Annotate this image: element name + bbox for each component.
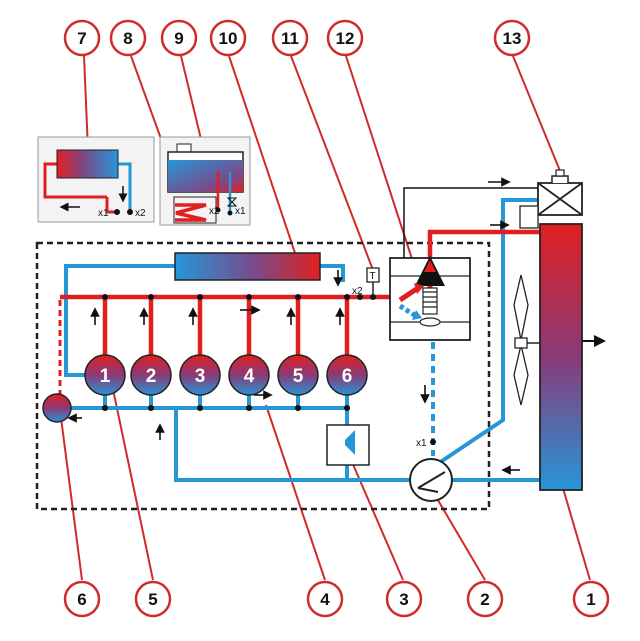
vent-lines — [403, 187, 538, 258]
fan — [513, 274, 540, 406]
inset-expansion-tank: x2 x1 — [159, 136, 251, 226]
cylinder-3 — [179, 354, 221, 396]
callout-label: 2 — [480, 590, 489, 609]
callout-10: 10 — [209, 19, 247, 57]
callout-8: 8 — [109, 19, 147, 57]
callouts: 7 8 9 10 11 12 13 6 — [63, 19, 610, 618]
port-x2: x2 — [352, 286, 363, 297]
callout-leaders — [59, 55, 591, 581]
leader-2 — [431, 489, 486, 581]
engine-boundary — [35, 241, 491, 511]
cylinder-label: 2 — [146, 366, 157, 387]
junction-dots — [102, 294, 436, 445]
callout-label: 6 — [77, 590, 86, 609]
pressure-cap-valve — [519, 169, 583, 229]
cylinder-4 — [228, 354, 270, 396]
callout-3: 3 — [385, 580, 423, 618]
callout-label: 7 — [77, 29, 86, 48]
oil-cooler — [174, 252, 321, 281]
cylinder-label: 5 — [293, 366, 304, 387]
callout-6: 6 — [63, 580, 101, 618]
cylinder-2 — [130, 354, 172, 396]
radiator — [539, 223, 583, 491]
callout-11: 11 — [271, 19, 309, 57]
hot-lines — [60, 229, 540, 355]
callout-label: 9 — [174, 29, 183, 48]
callout-label: 3 — [399, 590, 408, 609]
oil-heat-exchanger — [326, 424, 370, 466]
callout-label: 11 — [281, 29, 299, 48]
cylinder-5 — [277, 354, 319, 396]
callout-5: 5 — [134, 580, 172, 618]
sensor-label: T — [370, 271, 376, 282]
leader-5 — [109, 374, 154, 581]
cylinder-6 — [326, 354, 368, 396]
callout-12: 12 — [326, 19, 364, 57]
port-x1: x1 — [416, 438, 427, 449]
callout-label: 13 — [503, 29, 522, 48]
callout-9: 9 — [160, 19, 198, 57]
callout-7: 7 — [63, 19, 101, 57]
thermostat — [389, 256, 471, 341]
cylinder-label: 4 — [244, 366, 255, 387]
leader-1 — [559, 477, 591, 581]
leader-13 — [512, 55, 568, 189]
leader-12 — [345, 55, 414, 263]
inset-port-x1: x1 — [98, 208, 109, 219]
callout-2: 2 — [466, 580, 504, 618]
auxiliary-exchanger — [42, 393, 72, 423]
leader-6 — [59, 409, 83, 581]
cylinder-label: 3 — [195, 366, 206, 387]
leader-11 — [290, 55, 374, 271]
heat-exchanger-coil — [175, 203, 207, 222]
callout-label: 12 — [336, 29, 355, 48]
water-pump — [409, 458, 453, 502]
tank-port-x2: x2 — [209, 206, 220, 217]
callout-label: 8 — [123, 29, 132, 48]
inset-port-x2: x2 — [135, 208, 146, 219]
callout-label: 4 — [320, 590, 330, 609]
leader-10 — [228, 55, 299, 263]
cylinder-1 — [84, 354, 126, 396]
temperature-sensor: T — [366, 267, 380, 297]
callout-13: 13 — [493, 19, 531, 57]
leader-4 — [265, 404, 326, 581]
tank-port-x1: x1 — [235, 206, 246, 217]
callout-label: 1 — [586, 590, 595, 609]
callout-4: 4 — [306, 580, 344, 618]
callout-label: 5 — [148, 590, 157, 609]
cylinders: 1 2 3 4 5 6 — [84, 354, 368, 396]
callout-1: 1 — [572, 580, 610, 618]
flow-arrows — [67, 177, 520, 475]
cylinder-label: 6 — [342, 366, 353, 387]
callout-label: 10 — [219, 29, 238, 48]
leader-7 — [83, 55, 89, 151]
inset-heater: x1 x2 — [37, 136, 155, 223]
cylinder-label: 1 — [100, 366, 111, 387]
